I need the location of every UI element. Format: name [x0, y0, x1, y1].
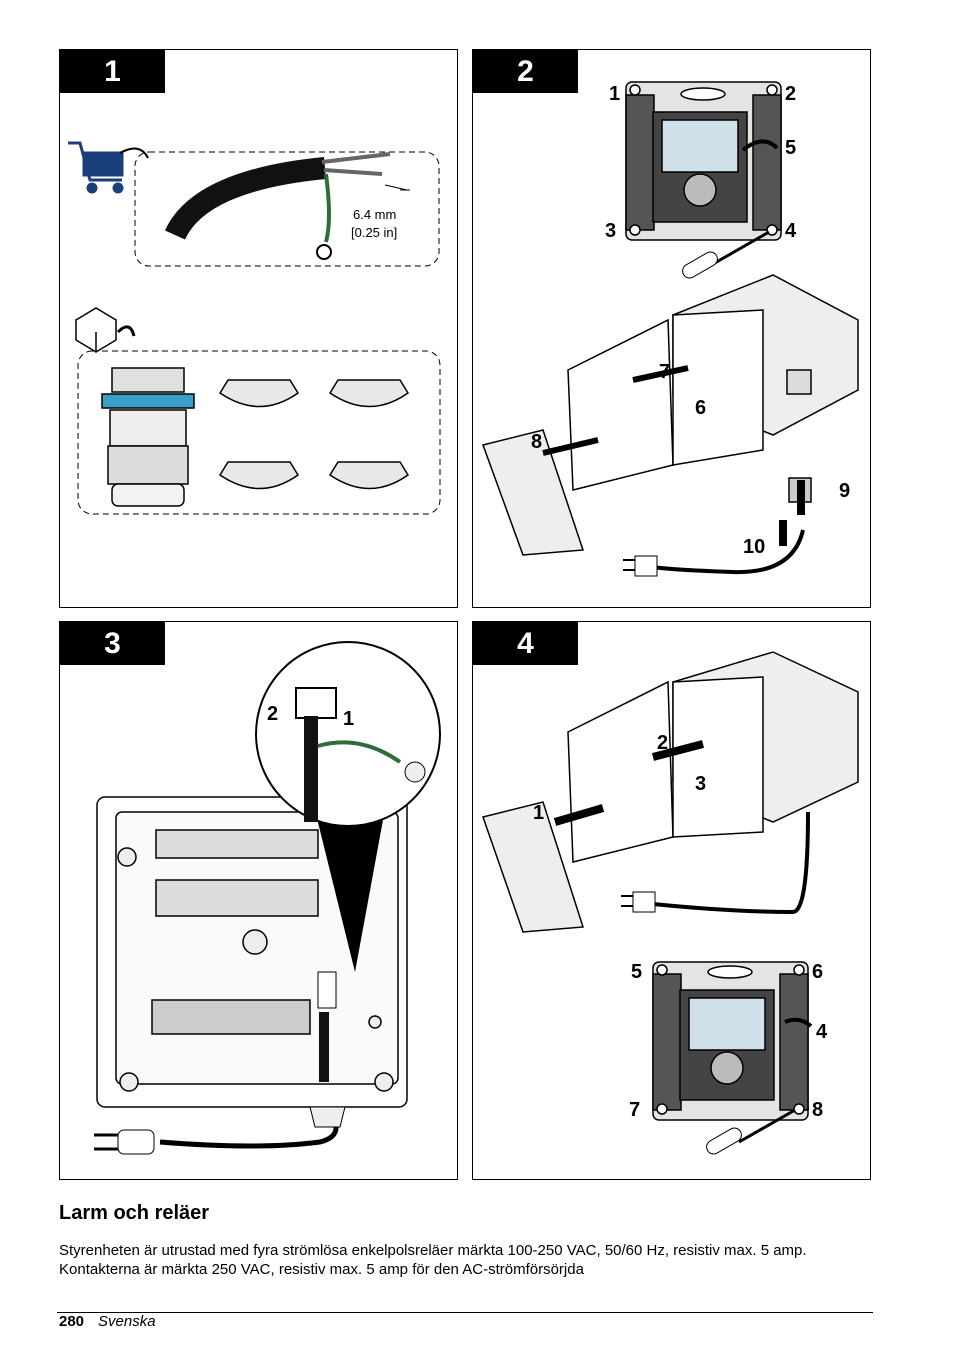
callout-4-6: 6: [812, 961, 823, 983]
controller-front: [625, 81, 782, 241]
callout-3-2: 2: [267, 703, 278, 725]
callout-4-2: 2: [657, 732, 668, 754]
power-cable: [164, 157, 327, 241]
figure-panel-4: 4 1 2 3 5 6 4: [472, 621, 871, 1180]
detail-magnifier: [255, 641, 441, 827]
callout-4-5: 5: [631, 961, 642, 983]
power-cord: [652, 529, 805, 575]
callout-4-7: 7: [629, 1099, 640, 1121]
callout-2-2: 2: [785, 83, 796, 105]
power-cord: [652, 811, 810, 915]
section-body: Styrenheten är utrustad med fyra strömlö…: [59, 1242, 807, 1278]
figure-panel-3: 3 2 1: [59, 621, 458, 1180]
power-cord: [159, 1121, 339, 1149]
open-enclosure: [482, 274, 859, 556]
strain-relief-fitting: [101, 367, 195, 507]
panel-2-illustration: 1 2 3 4 5 7 6 8 9 10: [482, 81, 859, 577]
panel-3-illustration: 2 1: [94, 641, 441, 1155]
callout-2-1: 1: [609, 83, 620, 105]
fittings-kit-box: [77, 350, 441, 515]
panel-2-number: 2: [473, 50, 578, 93]
callout-2-9: 9: [839, 480, 850, 502]
panel-3-number: 3: [60, 622, 165, 665]
callout-2-3: 3: [605, 220, 616, 242]
panel-4-illustration: 1 2 3 5 6 4 7 8: [482, 651, 859, 1155]
footer-language: Svenska: [98, 1313, 156, 1330]
callout-2-5: 5: [785, 137, 796, 159]
footer-rule: [57, 1312, 873, 1313]
figure-panel-1: 1 6.4 mm [0.25 in]: [59, 49, 458, 608]
sealing-plugs: [218, 379, 410, 490]
ground-wire: [324, 173, 331, 243]
callout-2-6: 6: [695, 397, 706, 419]
page-number: 280: [59, 1313, 85, 1330]
open-box-icon: [74, 307, 136, 353]
page-footer: 280 Svenska: [59, 1313, 156, 1330]
callout-4-4: 4: [816, 1021, 828, 1043]
panel-1-number: 1: [60, 50, 165, 93]
callout-4-1: 1: [533, 802, 544, 824]
callout-2-8: 8: [531, 431, 542, 453]
callout-3-1: 1: [343, 708, 354, 730]
panel-4-number: 4: [473, 622, 578, 665]
strip-length-mm: 6.4 mm: [353, 207, 396, 222]
open-enclosure: [482, 651, 859, 933]
callout-2-10: 10: [743, 536, 765, 558]
callout-4-8: 8: [812, 1099, 823, 1121]
section-heading: Larm och reläer: [59, 1202, 210, 1224]
callout-2-4: 4: [785, 220, 797, 242]
callout-2-7: 7: [659, 361, 670, 383]
strip-length-in: [0.25 in]: [351, 225, 397, 240]
figure-panel-2: 2 1 2 3 4 5: [472, 49, 871, 608]
shopping-cart-icon: [68, 141, 149, 194]
panel-1-illustration: 6.4 mm [0.25 in]: [68, 141, 441, 515]
callout-4-3: 3: [695, 773, 706, 795]
cable-kit-box: [134, 151, 440, 267]
controller-front: [652, 961, 809, 1121]
